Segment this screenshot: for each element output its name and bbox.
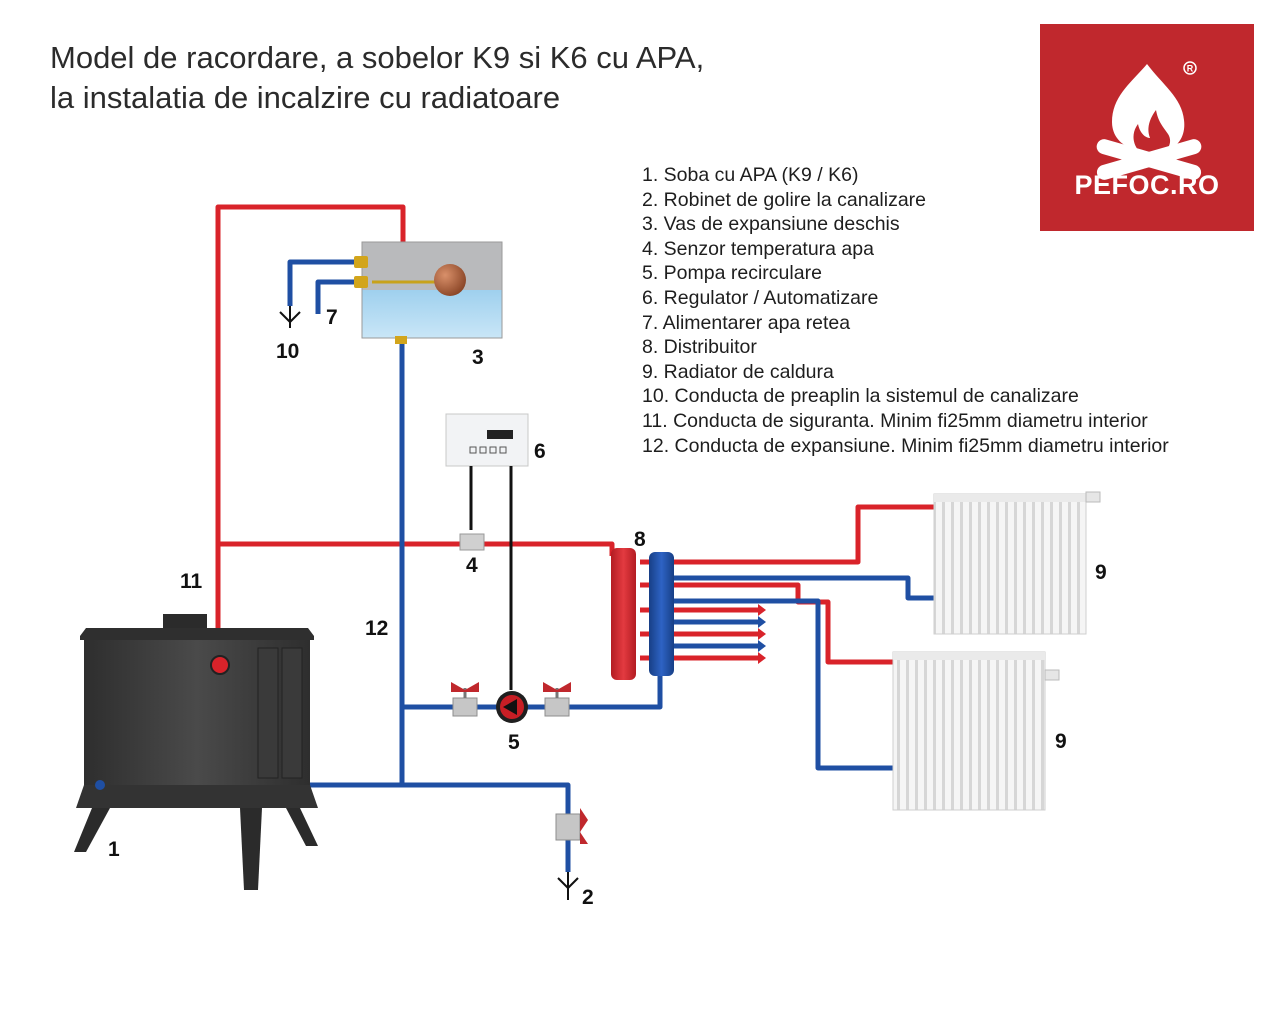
flame-logo-icon: R: [1096, 61, 1202, 180]
supply-pipe: [315, 279, 358, 314]
pefoc-logo: R PEFOC.RO: [1040, 24, 1254, 231]
label-expansion-tank: 3: [472, 346, 484, 369]
safety-pipe: [215, 204, 406, 662]
valve-handle-icon: [543, 682, 571, 692]
valve-handle-icon: [580, 808, 588, 844]
legend-item: 11. Conducta de siguranta. Minim fi25mm …: [642, 409, 1148, 432]
radiator-2-return-pipe: [655, 598, 893, 771]
hot-pipes: [215, 204, 934, 665]
legend-item: 5. Pompa recirculare: [642, 262, 822, 285]
legend-item: 7. Alimentarer apa retea: [642, 311, 851, 334]
label-drain-valve: 2: [582, 886, 594, 909]
radiator-1-return-pipe: [655, 575, 934, 601]
legend-item: 1. Soba cu APA (K9 / K6): [642, 164, 859, 186]
drain-symbol-icon: [557, 872, 579, 900]
label-stove: 1: [108, 838, 120, 861]
legend-item: 3. Vas de expansiune deschis: [642, 213, 900, 236]
distributor-manifold: [611, 548, 674, 680]
title-line-1: Model de racordare, a sobelor K9 si K6 c…: [50, 40, 705, 75]
expansion-tank: [354, 241, 503, 344]
legend-item: 9. Radiator de caldura: [642, 360, 834, 383]
label-controller: 6: [534, 440, 546, 463]
legend-item: 6. Regulator / Automatizare: [642, 286, 879, 309]
label-radiator-bottom: 9: [1055, 730, 1067, 753]
radiator-top: [933, 491, 1101, 635]
controller-box: [445, 413, 529, 690]
legend-item: 8. Distribuitor: [642, 336, 757, 359]
drain-valve: [555, 808, 588, 844]
label-radiator-top: 9: [1095, 561, 1107, 584]
temperature-sensor: [459, 533, 485, 551]
label-expansion-pipe: 12: [365, 617, 389, 640]
radiator-1-flow-pipe: [640, 504, 934, 565]
radiator-bottom: [892, 651, 1060, 811]
legend-item: 2. Robinet de golire la canalizare: [642, 188, 927, 211]
label-pump: 5: [508, 731, 520, 754]
diagram-title: Model de racordare, a sobelor K9 si K6 c…: [50, 38, 704, 118]
valve-handle-icon: [451, 682, 479, 692]
label-sensor: 4: [466, 554, 478, 577]
label-distributor: 8: [634, 528, 646, 551]
svg-text:R: R: [1187, 64, 1194, 74]
label-overflow: 10: [276, 340, 300, 363]
legend-list: 1. Soba cu APA (K9 / K6) 2. Robinet de g…: [642, 163, 1169, 458]
pump-line: [402, 675, 663, 710]
legend-item: 4. Senzor temperatura apa: [642, 237, 874, 260]
float-ball-icon: [434, 264, 466, 296]
label-water-supply: 7: [326, 306, 338, 329]
legend-item: 12. Conducta de expansiune. Minim fi25mm…: [642, 434, 1169, 457]
label-safety-pipe: 11: [180, 570, 203, 593]
title-line-2: la instalatia de incalzire cu radiatoare: [50, 80, 561, 115]
flow-pipe: [218, 541, 615, 556]
overflow-drain-icon: [279, 306, 301, 328]
legend-item: 10. Conducta de preaplin la sistemul de …: [642, 385, 1079, 408]
overflow-pipe: [287, 259, 358, 306]
circulation-pump: [451, 682, 571, 723]
wood-stove: [74, 614, 318, 890]
logo-text: PEFOC.RO: [1074, 170, 1220, 200]
